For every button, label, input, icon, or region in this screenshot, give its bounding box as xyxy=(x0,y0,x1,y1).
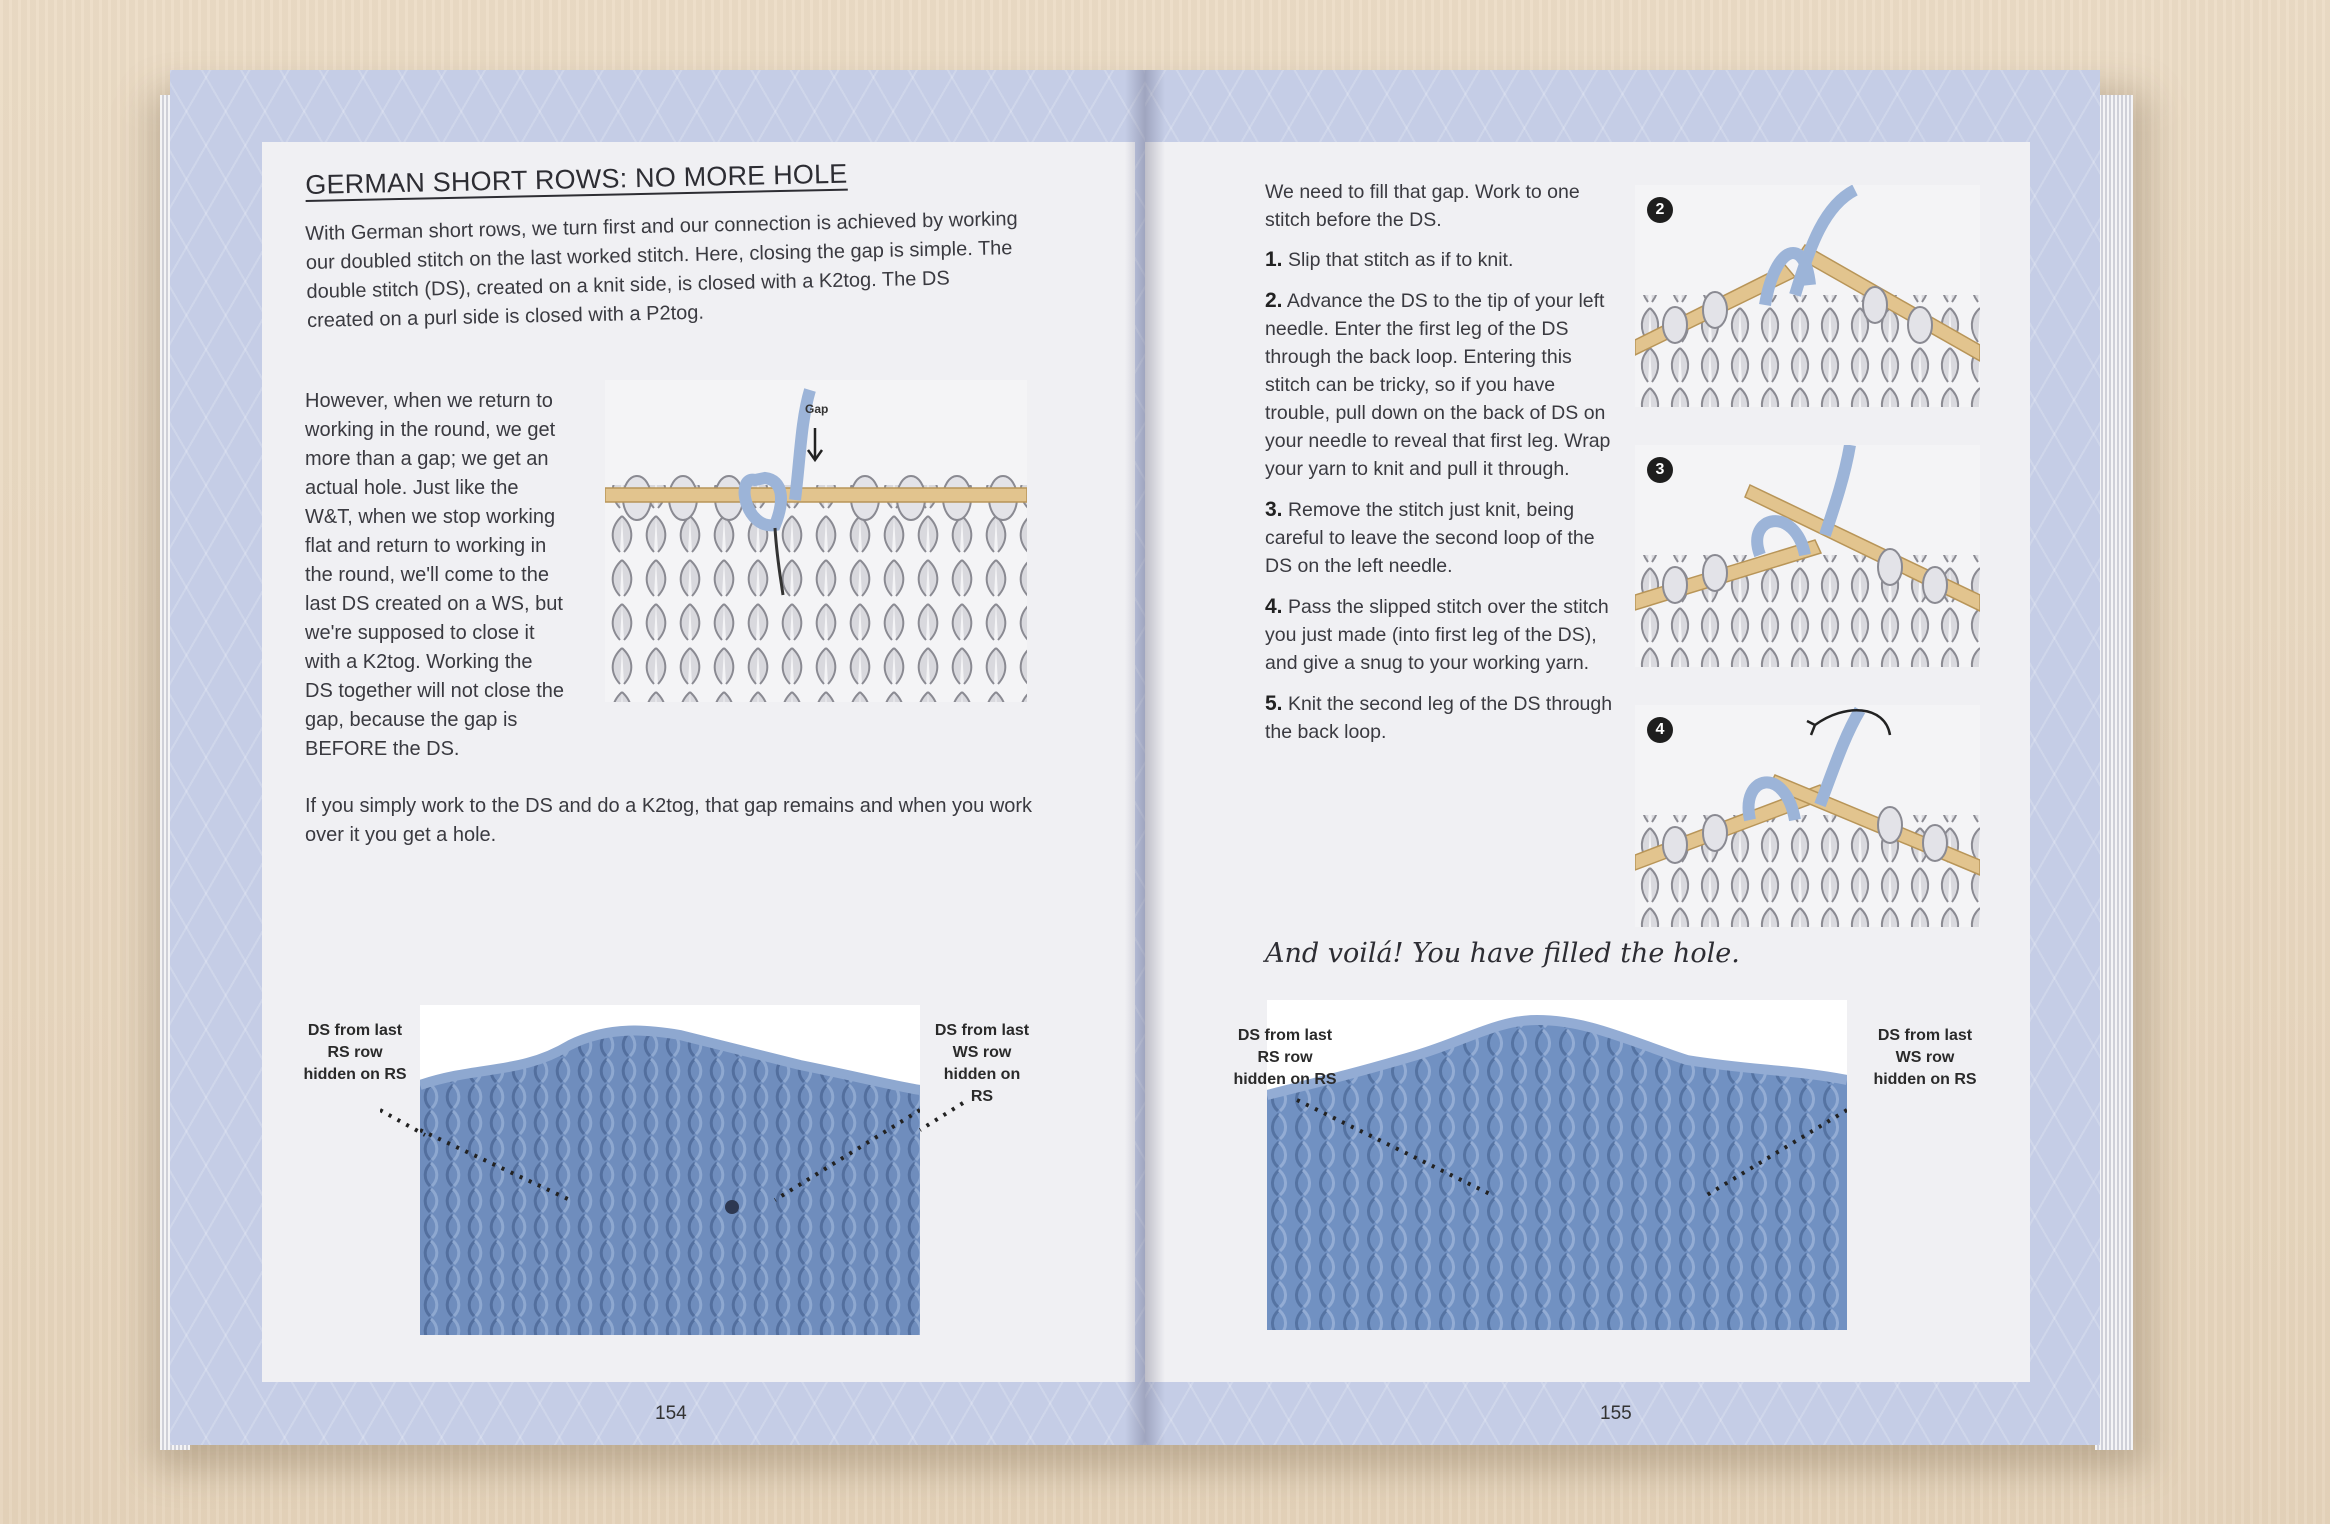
step-text: Remove the stitch just knit, being caref… xyxy=(1265,499,1595,577)
right-page: We need to fill that gap. Work to one st… xyxy=(1145,70,2100,1445)
steps-list: We need to fill that gap. Work to one st… xyxy=(1265,178,1615,759)
step-text: Knit the second leg of the DS through th… xyxy=(1265,693,1613,743)
step-number: 4. xyxy=(1265,595,1283,618)
hole-paragraph: However, when we return to working in th… xyxy=(305,390,565,760)
swatch-texture xyxy=(1267,1000,1847,1330)
photo-callout-left: DS from last RS row hidden on RS xyxy=(1233,1027,1337,1088)
figure-step-3 xyxy=(1635,445,1980,667)
step-1: 1. Slip that stitch as if to knit. xyxy=(1265,246,1615,274)
figure-step-2 xyxy=(1635,185,1980,407)
closing-line: And voilá! You have filled the hole. xyxy=(1265,938,1740,969)
step-5: 5. Knit the second leg of the DS through… xyxy=(1265,690,1615,746)
callout-dots-left xyxy=(380,1108,426,1137)
gap-label: Gap xyxy=(805,402,829,416)
left-page: GERMAN SHORT ROWS: NO MORE HOLE With Ger… xyxy=(170,70,1145,1445)
step-4: 4. Pass the slipped stitch over the stit… xyxy=(1265,593,1615,677)
needle-illustration xyxy=(1635,445,1980,667)
figure-badge-4: 4 xyxy=(1647,717,1673,743)
step-number: 2. xyxy=(1265,289,1283,312)
photo-callout-right: DS from last WS row hidden on RS xyxy=(1873,1027,1977,1088)
swatch-texture xyxy=(420,1005,920,1335)
figure-badge-3: 3 xyxy=(1647,457,1673,483)
intro-paragraph: With German short rows, we turn first an… xyxy=(305,208,1018,332)
step-text: Advance the DS to the tip of your left n… xyxy=(1265,290,1611,480)
step-text: Slip that stitch as if to knit. xyxy=(1287,249,1514,271)
page-number-left: 154 xyxy=(655,1403,687,1424)
step-2: 2. Advance the DS to the tip of your lef… xyxy=(1265,287,1615,483)
knitted-swatch-photo-filled xyxy=(1267,1000,1847,1330)
step-number: 5. xyxy=(1265,692,1283,715)
step-text: Pass the slipped stitch over the stitch … xyxy=(1265,596,1609,674)
step-number: 3. xyxy=(1265,498,1283,521)
figure-step-4 xyxy=(1635,705,1980,927)
knitting-stitches-drawing xyxy=(605,388,1027,702)
gap-illustration: Gap xyxy=(605,380,1027,702)
needle-illustration xyxy=(1635,185,1980,407)
step-3: 3. Remove the stitch just knit, being ca… xyxy=(1265,496,1615,580)
photo-callout-right: DS from last WS row hidden on RS xyxy=(934,1022,1030,1105)
photo-callout-left: DS from last RS row hidden on RS xyxy=(303,1022,407,1083)
page-stack-right xyxy=(2095,95,2133,1450)
steps-intro: We need to fill that gap. Work to one st… xyxy=(1265,181,1580,231)
page-number-right: 155 xyxy=(1600,1403,1632,1424)
step-number: 1. xyxy=(1265,248,1283,271)
book-spine-gutter xyxy=(1125,70,1165,1445)
knitted-swatch-photo-hole xyxy=(420,1005,920,1335)
needle-illustration xyxy=(1635,706,1980,927)
callout-dots-right xyxy=(918,1101,965,1132)
outro-paragraph: If you simply work to the DS and do a K2… xyxy=(305,795,1033,846)
figure-badge-2: 2 xyxy=(1647,197,1673,223)
